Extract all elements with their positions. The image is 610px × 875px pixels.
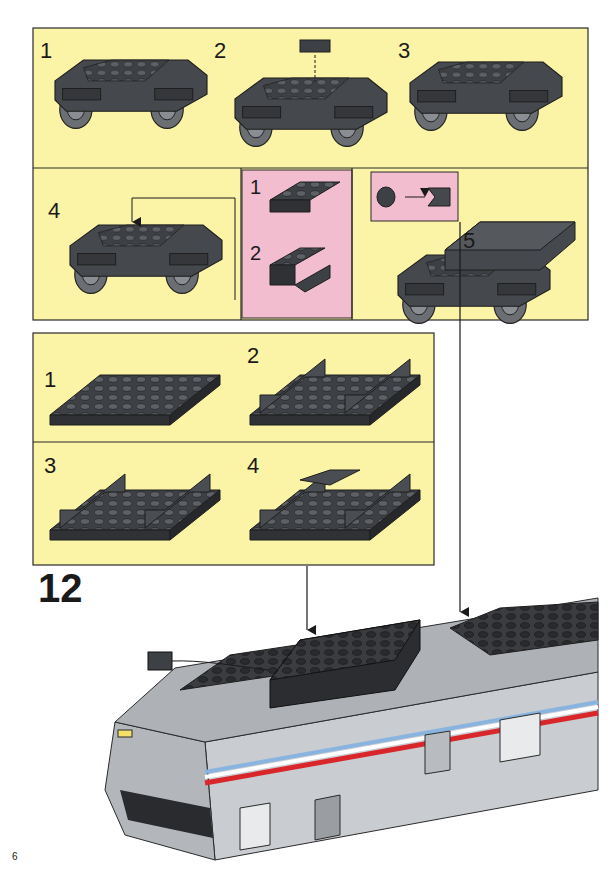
step-number: 5 xyxy=(463,230,475,252)
step-number: 3 xyxy=(398,40,410,62)
substep-number: 2 xyxy=(250,243,261,263)
step-number: 1 xyxy=(40,40,52,62)
step-number: 4 xyxy=(48,200,60,222)
page-number: 6 xyxy=(12,852,18,862)
step-number: 2 xyxy=(214,40,226,62)
main-step-number: 12 xyxy=(38,568,83,608)
substep-number: 1 xyxy=(250,177,261,197)
step-number: 3 xyxy=(44,455,56,477)
step-number: 2 xyxy=(247,345,259,367)
step-number: 1 xyxy=(44,369,56,391)
step-number: 4 xyxy=(247,455,259,477)
